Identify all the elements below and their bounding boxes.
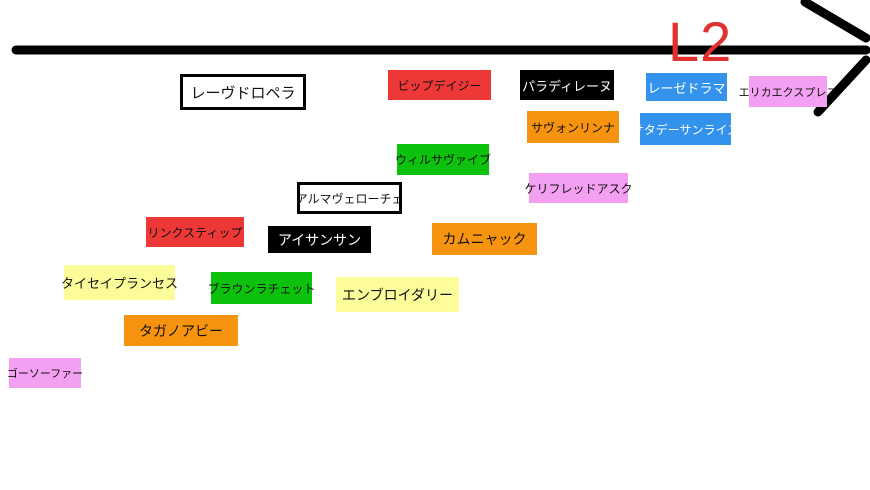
horse-box: サタデーサンライズ — [632, 113, 739, 145]
horse-box: ビップデイジー — [388, 70, 491, 100]
track-label: L2 — [668, 10, 733, 73]
horse-box: カムニャック — [432, 223, 537, 255]
horse-box: アイサンサン — [268, 226, 371, 253]
horse-box: ケリフレッドアスク — [525, 173, 633, 203]
horse-box: パラディレーヌ — [520, 70, 614, 100]
horse-box: タガノアビー — [124, 315, 238, 346]
horse-box: リンクスティップ — [146, 217, 244, 247]
horse-box: ブラウンラチェット — [208, 272, 316, 304]
horse-box: ウィルサヴァイブ — [395, 144, 491, 175]
direction-arrow-head-upper — [800, 0, 870, 43]
horse-box: ゴーソーファー — [7, 358, 83, 388]
horse-box: アルマヴェローチェ — [296, 182, 403, 214]
horse-box: サヴォンリンナ — [527, 111, 619, 143]
horse-box: エンブロイダリー — [336, 277, 459, 312]
horse-box: レーゼドラマ — [646, 73, 727, 101]
horse-box: タイセイプランセス — [61, 265, 178, 300]
horse-box: レーヴドロペラ — [180, 74, 306, 110]
horse-box: エリカエクスプレス — [739, 76, 837, 107]
